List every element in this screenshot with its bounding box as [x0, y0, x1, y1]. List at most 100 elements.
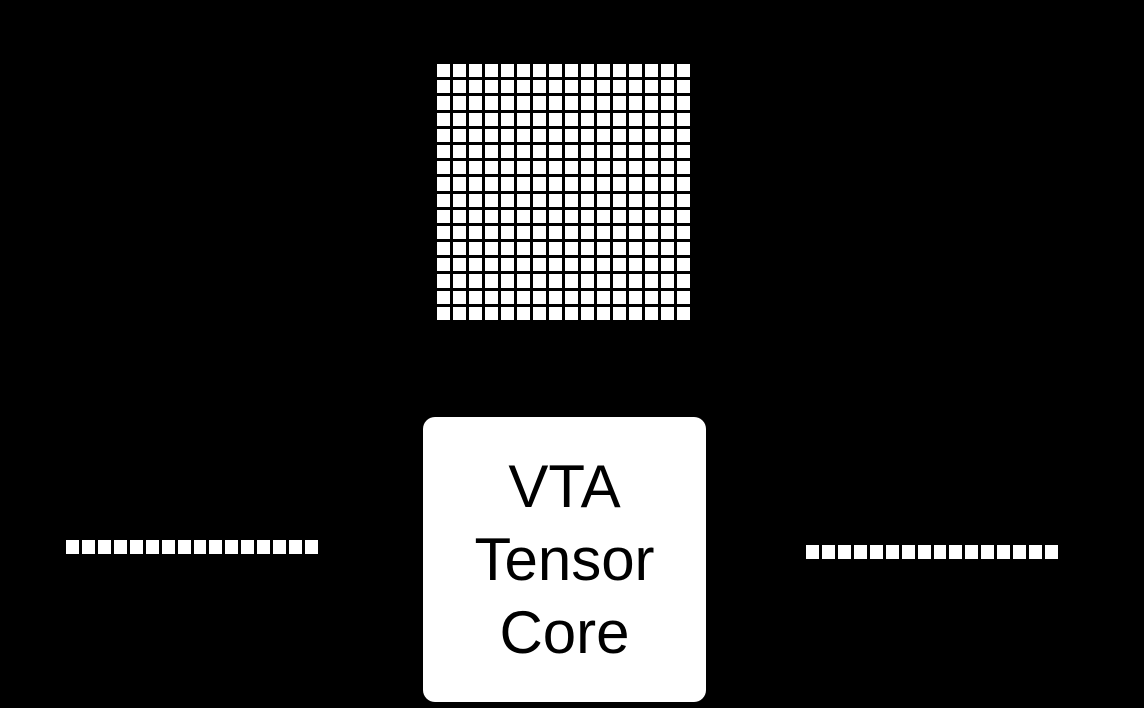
grid-cell [485, 64, 498, 78]
grid-cell [501, 258, 514, 272]
grid-cell [517, 274, 530, 288]
grid-cell [629, 242, 642, 256]
grid-cell [597, 80, 610, 94]
grid-cell [597, 177, 610, 191]
grid-cell [645, 274, 658, 288]
grid-cell [613, 290, 626, 304]
grid-cell [517, 258, 530, 272]
grid-cell [1029, 545, 1043, 559]
grid-cell [565, 96, 578, 110]
grid-cell [581, 258, 594, 272]
grid-cell [677, 209, 690, 223]
grid-cell [677, 177, 690, 191]
grid-cell [661, 144, 674, 159]
grid-cell [469, 161, 482, 175]
grid-cell [437, 144, 450, 159]
grid-cell [469, 96, 482, 110]
grid-cell [225, 540, 239, 554]
grid-cell [629, 290, 642, 304]
grid-cell [453, 80, 466, 94]
grid-cell [997, 545, 1011, 559]
grid-cell [677, 161, 690, 175]
grid-cell [469, 225, 482, 240]
grid-cell [581, 274, 594, 288]
grid-cell [645, 209, 658, 223]
grid-cell [517, 193, 530, 207]
grid-cell [437, 64, 450, 78]
grid-cell [485, 144, 498, 159]
grid-cell [565, 242, 578, 256]
grid-cell [549, 177, 562, 191]
grid-cell [613, 258, 626, 272]
grid-cell [517, 225, 530, 240]
grid-cell [485, 258, 498, 272]
grid-cell [501, 144, 514, 159]
grid-cell [613, 80, 626, 94]
vta-tensor-core-box: VTA Tensor Core [423, 417, 706, 702]
grid-cell [437, 242, 450, 256]
grid-cell [597, 161, 610, 175]
grid-cell [597, 225, 610, 240]
grid-cell [613, 128, 626, 142]
grid-cell [581, 96, 594, 110]
grid-cell [629, 274, 642, 288]
grid-cell [437, 177, 450, 191]
grid-cell [613, 242, 626, 256]
grid-cell [501, 209, 514, 223]
grid-cell [661, 290, 674, 304]
grid-cell [661, 128, 674, 142]
grid-cell [533, 209, 546, 223]
grid-cell [613, 177, 626, 191]
grid-cell [177, 540, 191, 554]
grid-cell [437, 96, 450, 110]
grid-cell [821, 545, 835, 559]
grid-cell [565, 209, 578, 223]
grid-cell [661, 242, 674, 256]
grid-cell [437, 306, 450, 320]
grid-cell [453, 258, 466, 272]
grid-cell [485, 80, 498, 94]
grid-cell [565, 64, 578, 78]
grid-cell [273, 540, 287, 554]
grid-cell [661, 306, 674, 320]
grid-cell [565, 290, 578, 304]
grid-cell [485, 96, 498, 110]
grid-cell [517, 64, 530, 78]
grid-cell [485, 290, 498, 304]
grid-cell [501, 64, 514, 78]
grid-cell [453, 128, 466, 142]
grid-cell [241, 540, 255, 554]
grid-cell [533, 96, 546, 110]
grid-cell [645, 128, 658, 142]
grid-cell [501, 290, 514, 304]
grid-cell [453, 306, 466, 320]
grid-cell [437, 225, 450, 240]
grid-cell [501, 306, 514, 320]
grid-cell [629, 80, 642, 94]
grid-cell [257, 540, 271, 554]
grid-cell [613, 306, 626, 320]
grid-cell [565, 193, 578, 207]
grid-cell [645, 144, 658, 159]
grid-cell [613, 144, 626, 159]
grid-cell [453, 161, 466, 175]
grid-cell [193, 540, 207, 554]
grid-cell [453, 242, 466, 256]
grid-cell [613, 161, 626, 175]
grid-cell [485, 177, 498, 191]
grid-cell [677, 112, 690, 126]
grid-cell [453, 64, 466, 78]
grid-cell [597, 306, 610, 320]
grid-cell [453, 274, 466, 288]
grid-cell [549, 306, 562, 320]
grid-cell [581, 80, 594, 94]
grid-cell [806, 545, 819, 559]
grid-cell [485, 112, 498, 126]
grid-cell [533, 80, 546, 94]
grid-cell [533, 161, 546, 175]
grid-cell [661, 64, 674, 78]
grid-cell [645, 112, 658, 126]
grid-cell [533, 274, 546, 288]
grid-cell [533, 128, 546, 142]
